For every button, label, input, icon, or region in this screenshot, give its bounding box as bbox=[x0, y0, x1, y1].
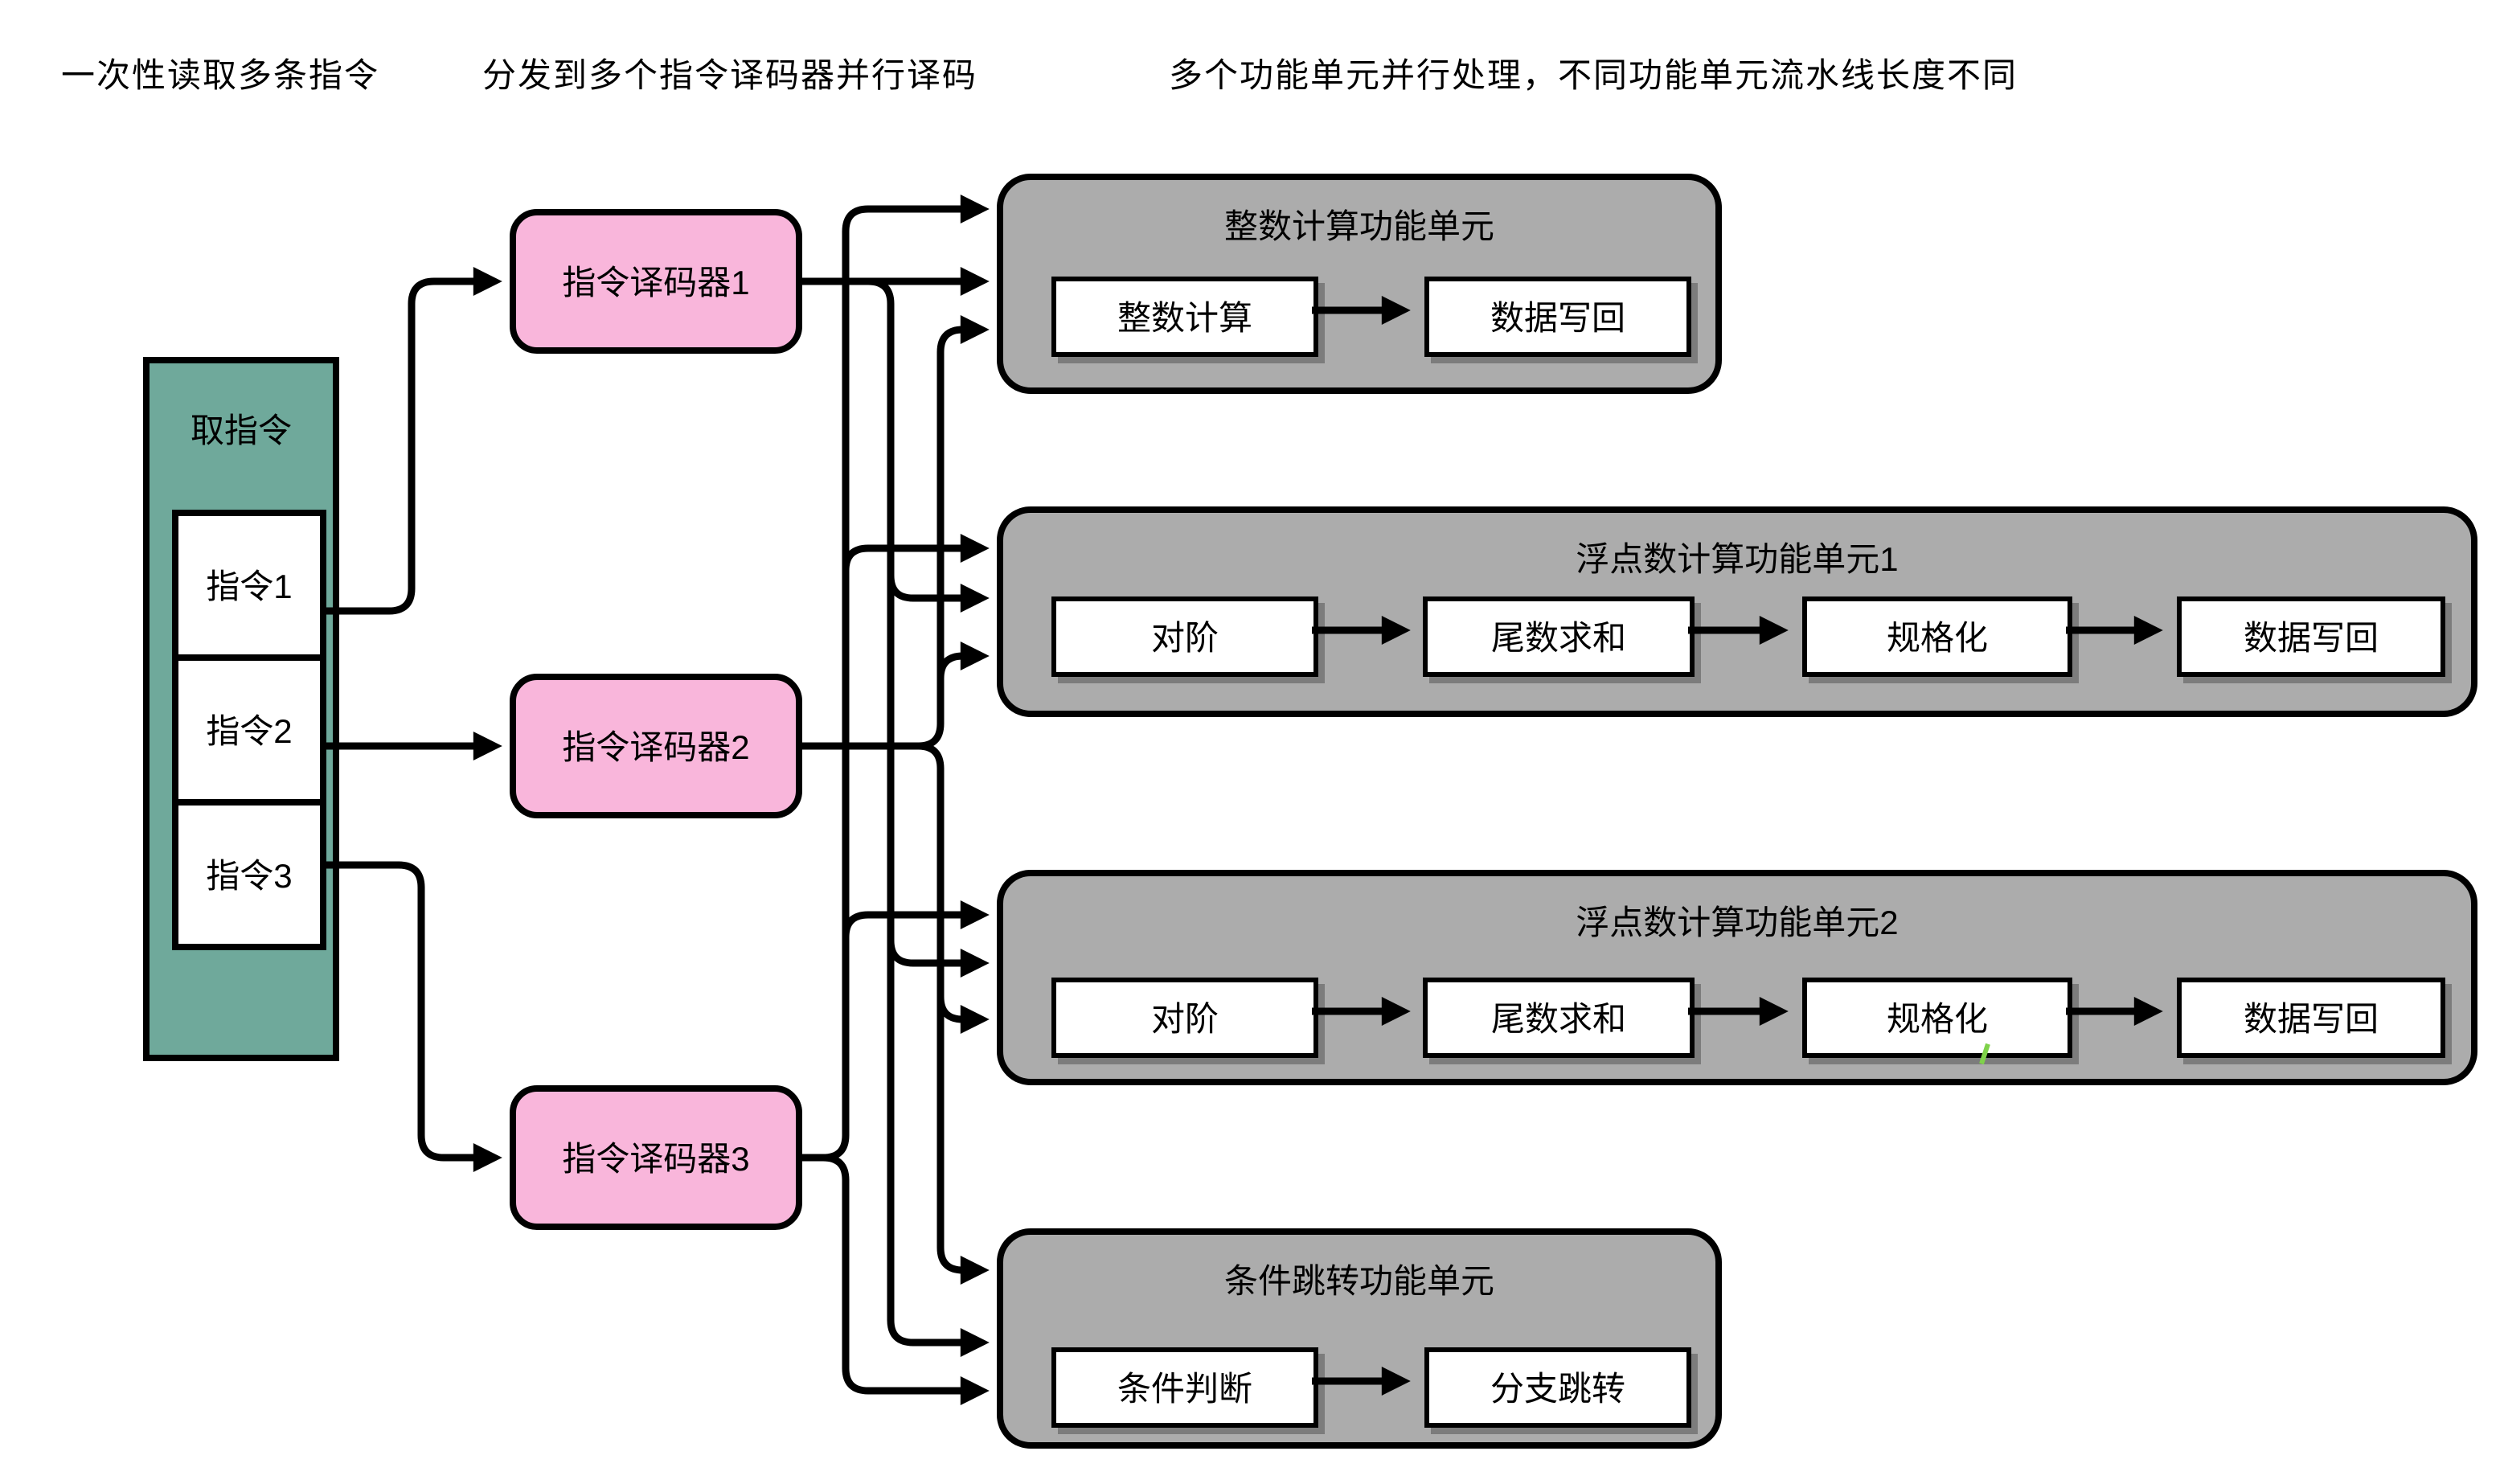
unit-integer: 整数计算功能单元 整数计算 数据写回 bbox=[997, 174, 1722, 394]
fetch-unit-box: 取指令 指令1 指令2 指令3 bbox=[143, 357, 339, 1061]
unit-float-2-title: 浮点数计算功能单元2 bbox=[1576, 905, 1899, 942]
unit-float-1-title: 浮点数计算功能单元1 bbox=[1576, 542, 1899, 579]
stage-f1-align: 对阶 bbox=[1051, 596, 1318, 677]
instruction-stack: 指令1 指令2 指令3 bbox=[172, 510, 326, 950]
unit-branch: 条件跳转功能单元 条件判断 分支跳转 bbox=[997, 1228, 1722, 1449]
stage-f2-mantissa: 尾数求和 bbox=[1423, 978, 1695, 1058]
stage-integer-writeback: 数据写回 bbox=[1424, 277, 1691, 357]
fetch-unit-title: 取指令 bbox=[191, 413, 292, 450]
stage-branch-jump: 分支跳转 bbox=[1424, 1347, 1691, 1428]
stage-f2-align: 对阶 bbox=[1051, 978, 1318, 1058]
stage-f2-normalize: 规格化 bbox=[1802, 978, 2072, 1058]
instruction-box-2: 指令2 bbox=[172, 654, 326, 806]
unit-branch-title: 条件跳转功能单元 bbox=[1224, 1264, 1494, 1301]
instruction-box-1: 指令1 bbox=[172, 510, 326, 661]
stage-f1-normalize: 规格化 bbox=[1802, 596, 2072, 677]
stage-cond-judge: 条件判断 bbox=[1051, 1347, 1318, 1428]
decoder-box-2: 指令译码器2 bbox=[510, 674, 802, 818]
stage-f1-writeback: 数据写回 bbox=[2177, 596, 2445, 677]
unit-float-2: 浮点数计算功能单元2 对阶 尾数求和 规格化 数据写回 bbox=[997, 870, 2477, 1085]
decoder-box-1: 指令译码器1 bbox=[510, 209, 802, 354]
unit-integer-title: 整数计算功能单元 bbox=[1224, 209, 1494, 246]
annotation-execute: 多个功能单元并行处理，不同功能单元流水线长度不同 bbox=[1169, 58, 2018, 95]
stage-f1-mantissa: 尾数求和 bbox=[1423, 596, 1695, 677]
stage-f2-writeback: 数据写回 bbox=[2177, 978, 2445, 1058]
stage-integer-calc: 整数计算 bbox=[1051, 277, 1318, 357]
annotation-fetch: 一次性读取多条指令 bbox=[61, 58, 379, 95]
decoder-box-3: 指令译码器3 bbox=[510, 1085, 802, 1230]
annotation-decode: 分发到多个指令译码器并行译码 bbox=[482, 58, 977, 95]
instruction-box-3: 指令3 bbox=[172, 799, 326, 950]
unit-float-1: 浮点数计算功能单元1 对阶 尾数求和 规格化 数据写回 bbox=[997, 506, 2477, 717]
